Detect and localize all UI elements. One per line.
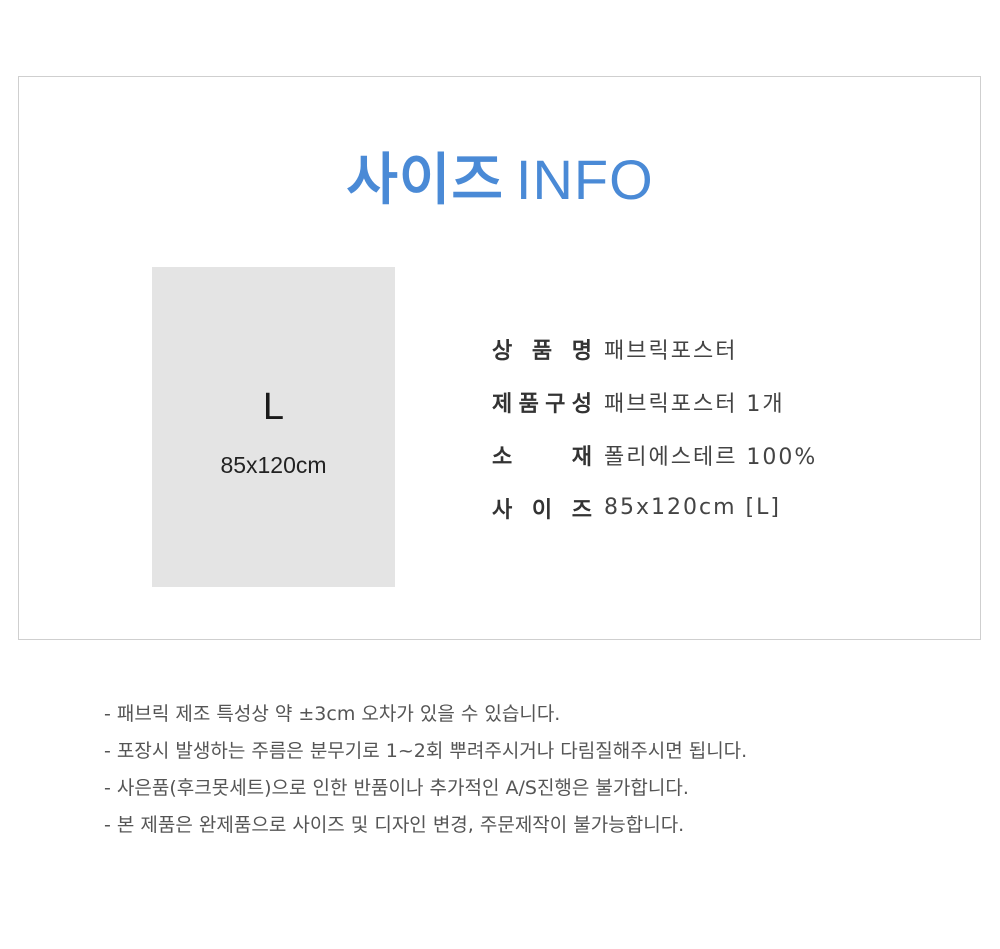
spec-table: 상 품 명 패브릭포스터 제 품 구 성 패브릭포스터 1개 소 재 폴리에스테…: [492, 322, 817, 534]
spec-value: 85x120cm [L]: [604, 495, 781, 520]
spec-value: 패브릭포스터: [604, 338, 738, 364]
note-item: - 포장시 발생하는 주름은 분무기로 1~2회 뿌려주시거나 다림질해주시면 …: [104, 740, 748, 762]
title-korean: 사이즈: [346, 148, 504, 213]
spec-value: 패브릭포스터 1개: [604, 391, 785, 417]
note-item: - 본 제품은 완제품으로 사이즈 및 디자인 변경, 주문제작이 불가능합니다…: [104, 814, 685, 836]
spec-row-product-name: 상 품 명 패브릭포스터: [492, 322, 817, 375]
size-dimensions: 85x120cm: [220, 452, 327, 478]
spec-label: 제 품 구 성: [492, 391, 592, 417]
spec-label: 상 품 명: [492, 338, 592, 364]
size-letter: L: [262, 386, 285, 428]
size-card: L 85x120cm: [152, 267, 395, 587]
spec-row-composition: 제 품 구 성 패브릭포스터 1개: [492, 375, 817, 428]
note-item: - 패브릭 제조 특성상 약 ±3cm 오차가 있을 수 있습니다.: [104, 703, 561, 725]
spec-label: 소 재: [492, 444, 592, 470]
title-english: INFO: [515, 148, 654, 211]
spec-row-material: 소 재 폴리에스테르 100%: [492, 428, 817, 481]
spec-label: 사 이 즈: [492, 497, 592, 523]
spec-value: 폴리에스테르 100%: [604, 444, 818, 470]
note-item: - 사은품(후크못세트)으로 인한 반품이나 추가적인 A/S진행은 불가합니다…: [104, 777, 689, 799]
spec-row-size: 사 이 즈 85x120cm [L]: [492, 481, 817, 534]
notes-list: - 패브릭 제조 특성상 약 ±3cm 오차가 있을 수 있습니다. - 포장시…: [104, 696, 747, 844]
